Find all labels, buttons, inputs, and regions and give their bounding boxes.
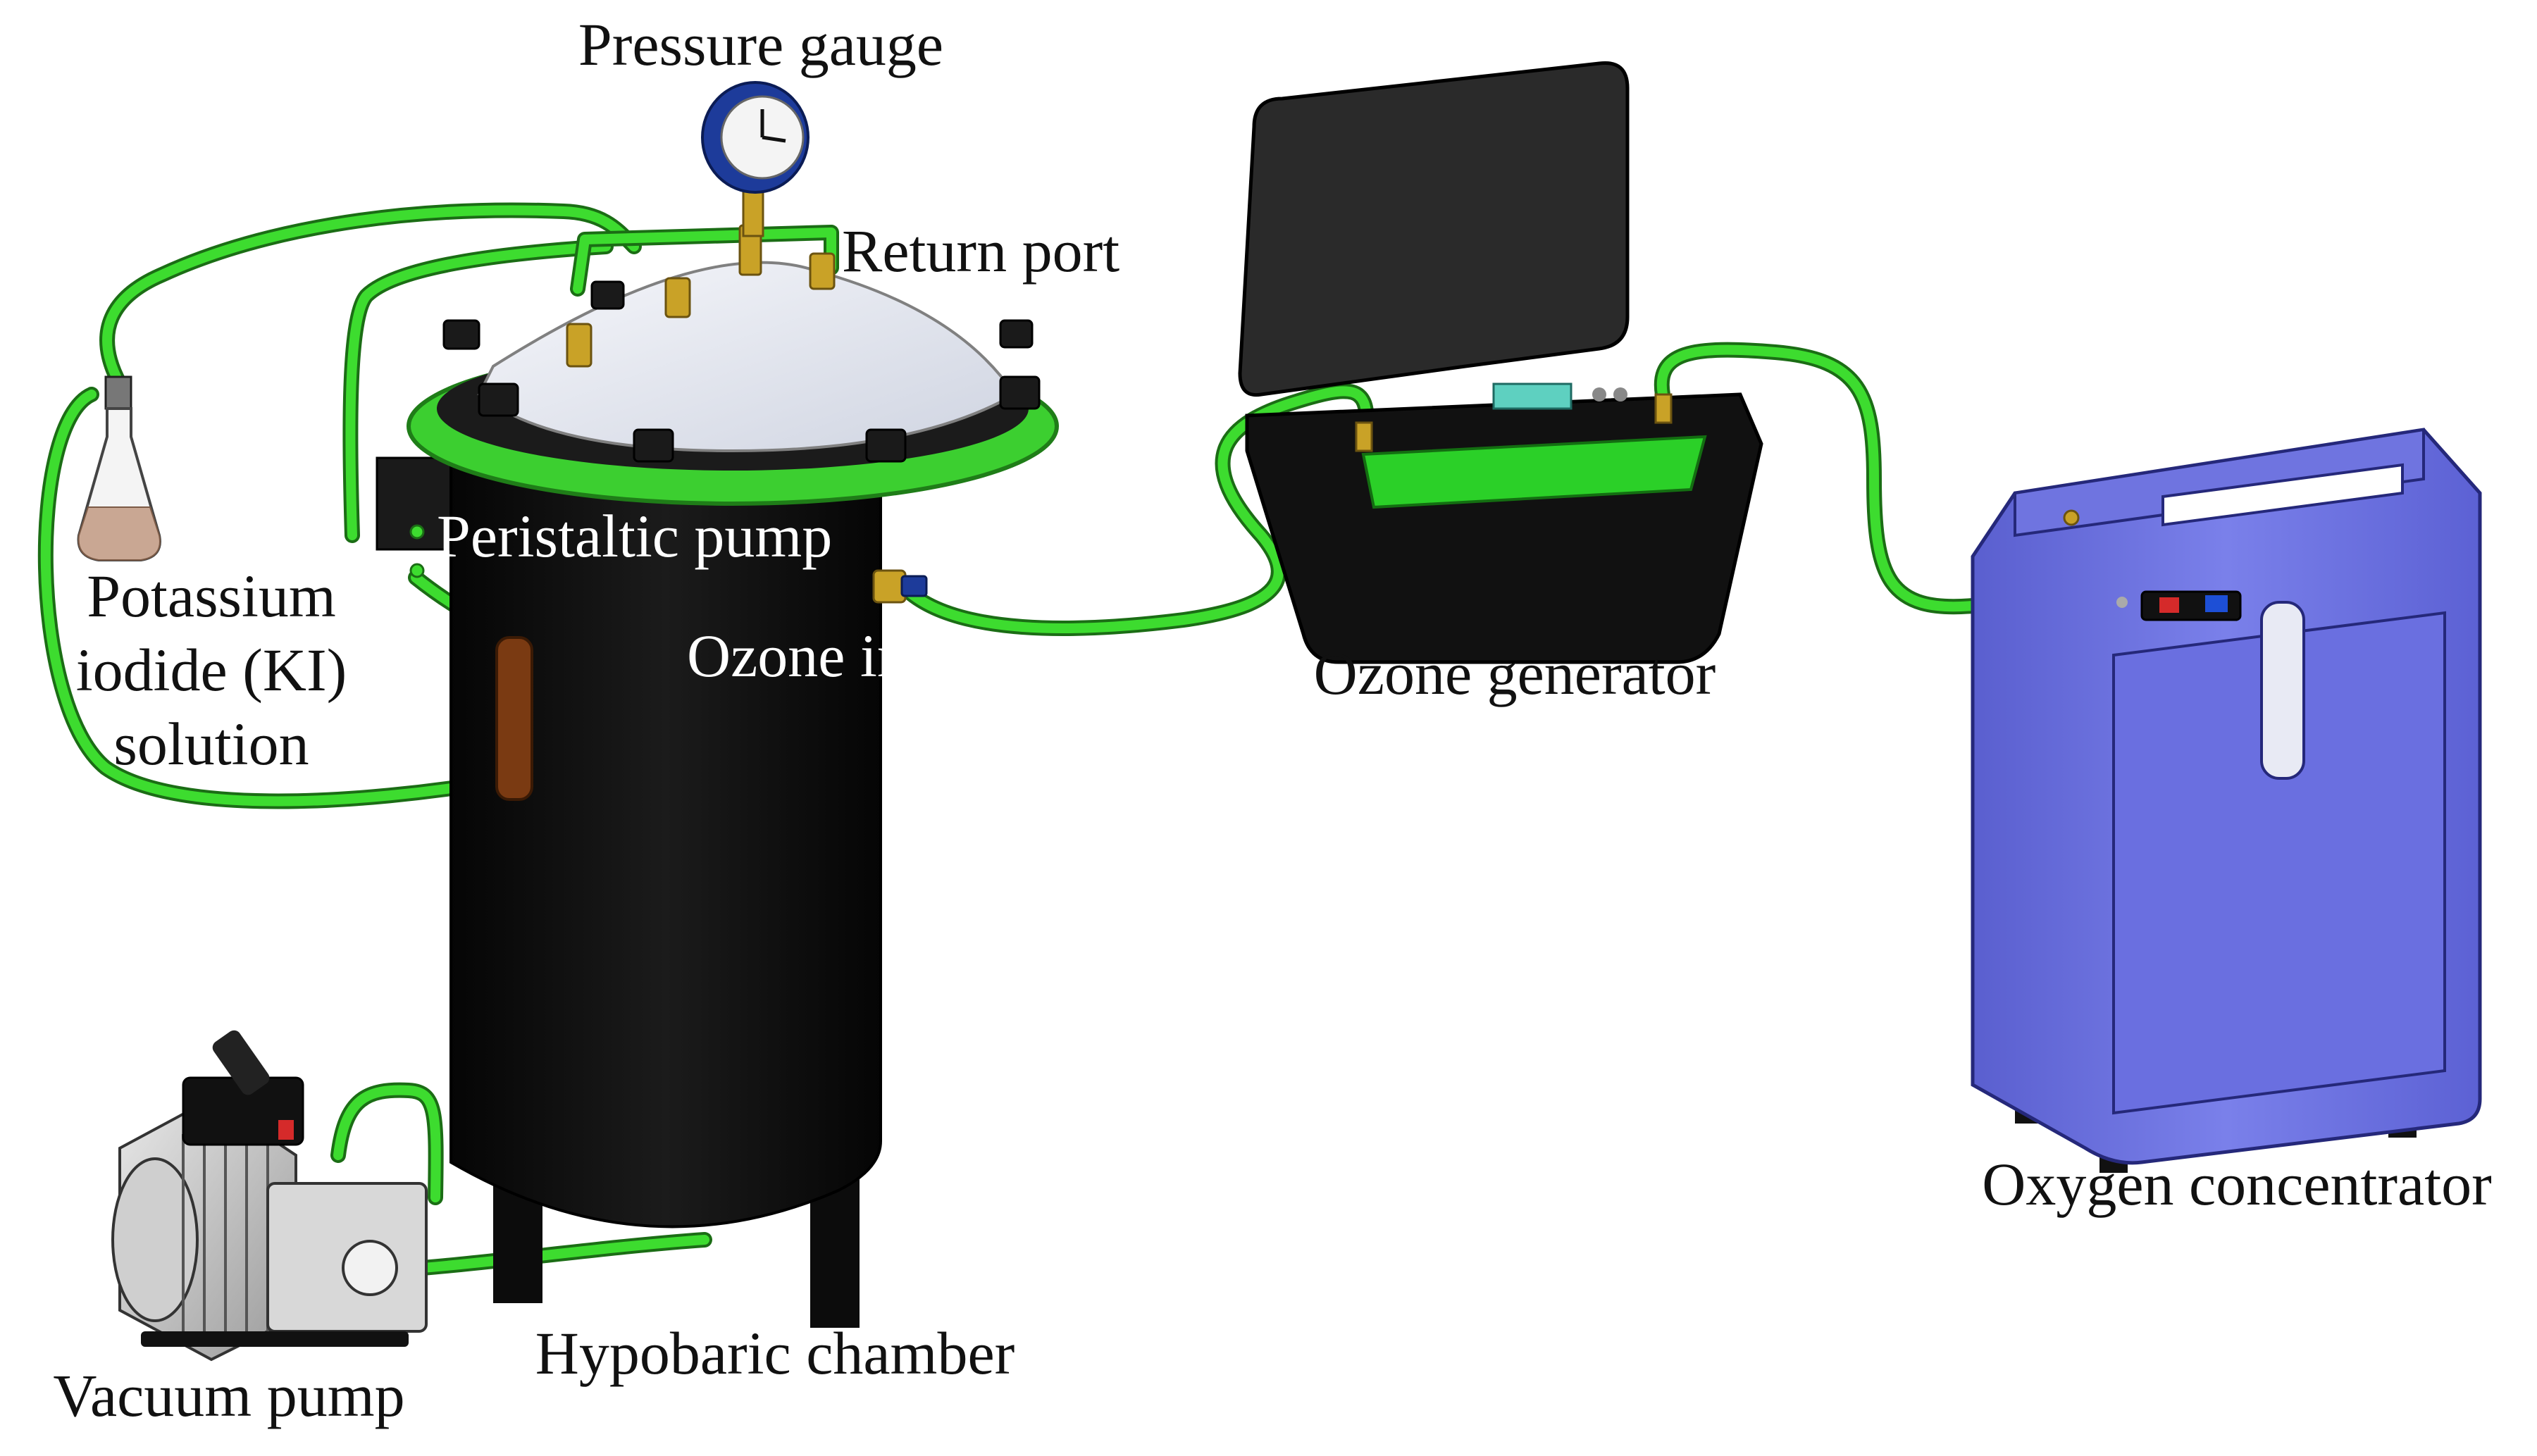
peristaltic-pump-tube xyxy=(495,636,533,801)
labels: Pressure gauge Return port Peristaltic p… xyxy=(53,11,2491,1429)
oxygen-concentrator xyxy=(1971,428,2482,1173)
ozone-generator-body xyxy=(1245,392,1763,664)
label-pressure-gauge: Pressure gauge xyxy=(578,11,943,78)
concentrator-handle-slot xyxy=(2161,463,2404,527)
chamber-lid xyxy=(477,261,1017,453)
ozone-generator-tray xyxy=(1361,435,1707,509)
flow-meter xyxy=(2260,601,2305,780)
ki-solution-flask xyxy=(77,375,161,561)
ozone-generator-display xyxy=(1492,382,1573,410)
label-ki-solution-line3: solution xyxy=(113,710,309,778)
hypobaric-chamber xyxy=(376,224,1059,1328)
label-ozone-inlet: Ozone inlet xyxy=(687,622,968,690)
label-hypobaric-chamber: Hypobaric chamber xyxy=(535,1319,1015,1387)
label-peristaltic-pump: Peristaltic pump xyxy=(437,502,832,570)
label-return-port: Return port xyxy=(842,217,1119,285)
lid-clamps xyxy=(442,280,1041,463)
tubing-network xyxy=(37,202,2169,1276)
lid-fittings xyxy=(566,224,836,368)
label-ki-solution-line2: iodide (KI) xyxy=(76,636,347,704)
ozone-inlet-valve xyxy=(872,569,928,604)
label-vacuum-pump: Vacuum pump xyxy=(53,1362,404,1429)
pressure-gauge xyxy=(701,81,810,237)
label-oxygen-concentrator: Oxygen concentrator xyxy=(1982,1150,2492,1218)
ozone-generator xyxy=(1238,61,1763,664)
label-ozone-generator: Ozone generator xyxy=(1314,640,1716,707)
ozone-generator-lid xyxy=(1238,61,1630,397)
vacuum-pump xyxy=(111,1030,428,1362)
chamber-body xyxy=(449,449,882,1228)
label-ki-solution-line1: Potassium xyxy=(87,562,336,630)
